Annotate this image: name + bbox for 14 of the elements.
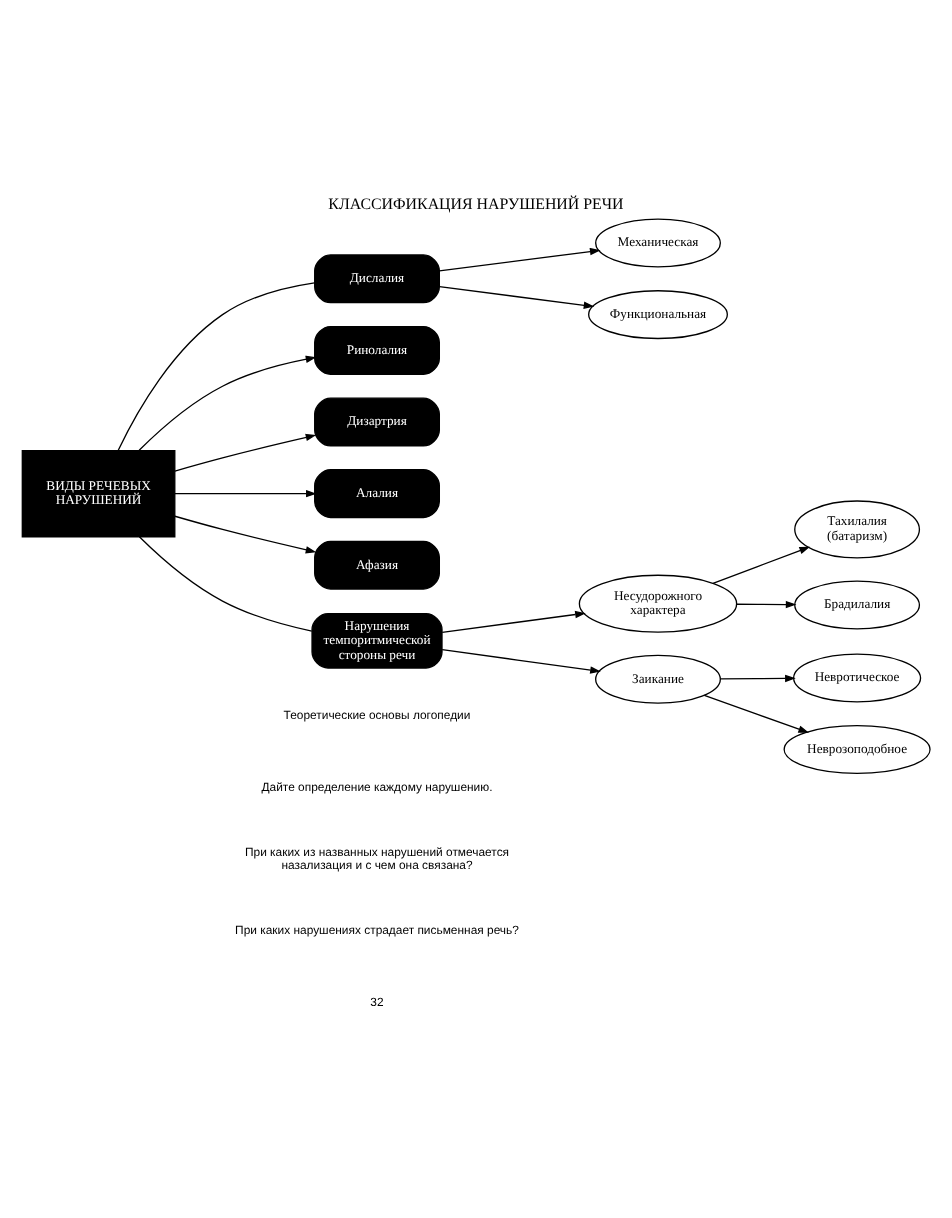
- arrow: [703, 694, 810, 733]
- arrow: [138, 355, 317, 451]
- arrow: [712, 546, 811, 585]
- arrow: [174, 433, 317, 472]
- arrow: [174, 515, 317, 554]
- arrow: [441, 648, 601, 674]
- arrow: [736, 600, 797, 609]
- arrow: [174, 489, 317, 498]
- arrow: [719, 674, 796, 683]
- arrow: [438, 247, 601, 272]
- connector: [138, 536, 313, 632]
- arrow: [438, 286, 595, 309]
- arrow: [441, 610, 586, 633]
- connector: [117, 282, 316, 451]
